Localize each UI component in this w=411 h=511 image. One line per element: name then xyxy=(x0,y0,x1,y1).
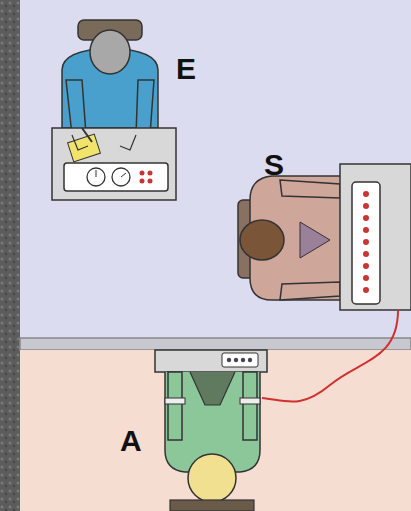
experimenter-figure xyxy=(62,20,158,135)
learner-desk xyxy=(155,350,267,372)
electrode-wire xyxy=(262,310,398,402)
experimenter-desk xyxy=(52,128,176,200)
subject-figure xyxy=(238,176,345,300)
role-letter: S xyxy=(264,148,284,182)
upper-room xyxy=(20,0,411,340)
role-letter: E xyxy=(176,52,196,86)
divider-wall xyxy=(20,338,411,350)
role-letter: A xyxy=(120,424,142,458)
learner-figure xyxy=(165,372,260,511)
lower-room xyxy=(20,350,411,511)
shock-generator-desk xyxy=(340,164,411,310)
